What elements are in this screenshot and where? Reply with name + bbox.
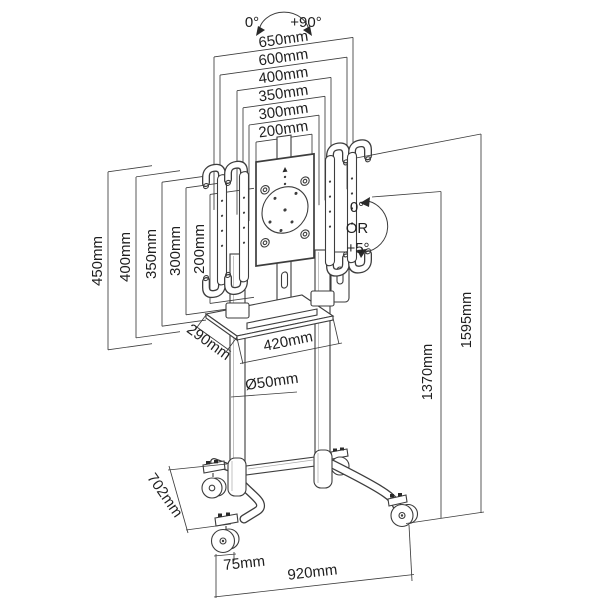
shelf-support-bar xyxy=(246,308,318,330)
vesa-width-200-label: 200mm xyxy=(257,118,309,142)
vesa-width-650-label: 650mm xyxy=(257,28,309,52)
vesa-height-400-label: 400mm xyxy=(117,232,134,282)
vesa-width-400-label: 400mm xyxy=(257,64,309,88)
base-crossbar xyxy=(245,456,316,476)
base xyxy=(201,447,419,554)
right-junction xyxy=(313,449,333,489)
column-height-label: 1370mm xyxy=(420,344,436,400)
pole-diameter-label: Ø50mm xyxy=(244,370,299,394)
mount-head xyxy=(107,36,371,351)
tilt-max-label: +5° xyxy=(346,240,369,257)
dimension-lines xyxy=(167,133,485,598)
up-arrow-marker xyxy=(282,166,288,173)
base-width-label: 920mm xyxy=(287,561,339,584)
rotation-disc xyxy=(261,186,309,234)
back-left-caster xyxy=(201,460,227,499)
vesa-width-300-label: 300mm xyxy=(257,100,309,124)
base-depth-label: 702mm xyxy=(143,470,186,521)
vesa-height-200-label: 200mm xyxy=(191,224,208,274)
tilt-arc xyxy=(357,197,389,258)
front-left-caster xyxy=(210,512,240,554)
vesa-width-600-label: 600mm xyxy=(257,46,309,70)
right-shelf-clamp xyxy=(310,290,335,307)
tilt-min-label: 0° xyxy=(350,199,364,216)
caster-offset-label: 75mm xyxy=(223,553,266,574)
tilt-or-label: OR xyxy=(346,220,369,237)
swivel-min-label: 0° xyxy=(245,14,259,31)
vesa-width-350-label: 350mm xyxy=(257,82,309,106)
left-junction xyxy=(227,457,247,497)
total-height-label: 1595mm xyxy=(459,292,475,348)
swivel-arc xyxy=(256,11,312,36)
vesa-height-350-label: 350mm xyxy=(143,229,160,279)
front-right-caster xyxy=(387,493,419,528)
left-shelf-clamp xyxy=(225,302,250,319)
labels: 0° +90° 650mm 600mm 400mm 350mm 300mm 20… xyxy=(89,14,475,584)
swivel-max-label: +90° xyxy=(290,14,321,31)
vesa-height-450-label: 450mm xyxy=(89,236,106,286)
right-pole xyxy=(314,249,331,469)
mounting-plate xyxy=(255,152,315,267)
vesa-height-300-label: 300mm xyxy=(167,226,184,276)
plate-screw-holes xyxy=(260,176,310,248)
